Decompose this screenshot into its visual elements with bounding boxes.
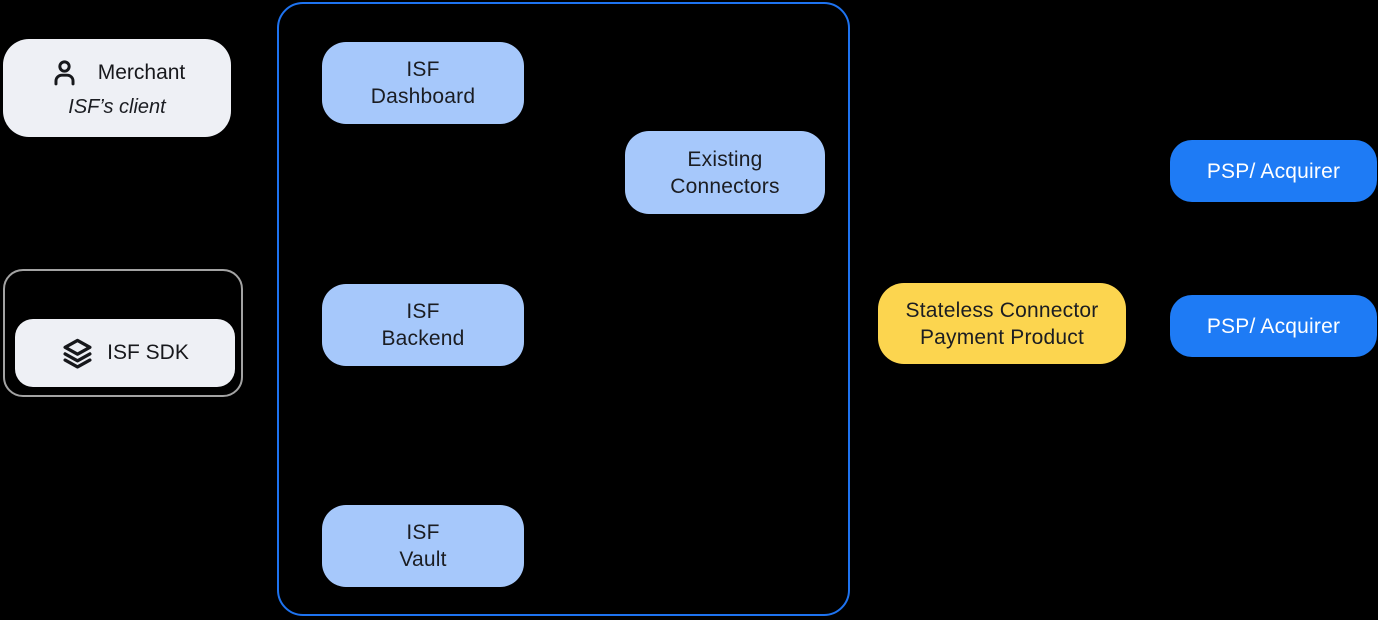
node-isf-vault: ISF Vault — [322, 505, 524, 587]
node-isf-dashboard-line2: Dashboard — [370, 85, 476, 108]
isf-sdk-card: ISF SDK — [15, 319, 235, 387]
node-isf-backend: ISF Backend — [322, 284, 524, 366]
product-line1: Stateless Connector — [905, 298, 1099, 322]
node-psp-acquirer-1: PSP/ Acquirer — [1170, 140, 1377, 202]
node-existing-connectors-line1: Existing — [687, 147, 763, 171]
person-icon — [49, 58, 80, 89]
node-stateless-connector-payment-product: Stateless Connector Payment Product — [878, 283, 1126, 364]
node-isf-vault-line1: ISF — [406, 521, 440, 544]
node-isf-backend-line1: ISF — [406, 300, 440, 323]
layers-icon — [61, 337, 94, 370]
merchant-title-row: Merchant — [49, 58, 186, 89]
psp-acquirer-2-label: PSP/ Acquirer — [1206, 314, 1341, 338]
node-isf-vault-line2: Vault — [399, 548, 447, 571]
isf-platform-container: ISF Dashboard Existing Connectors ISF Ba… — [277, 2, 850, 616]
isf-sdk-label: ISF SDK — [107, 341, 189, 364]
sdk-group-outline: ISF SDK — [3, 269, 243, 397]
merchant-title: Merchant — [97, 61, 186, 84]
node-isf-dashboard-line1: ISF — [406, 58, 440, 81]
merchant-subtitle: ISF’s client — [68, 95, 166, 118]
node-isf-dashboard: ISF Dashboard — [322, 42, 524, 124]
node-isf-backend-line2: Backend — [381, 327, 465, 350]
node-psp-acquirer-2: PSP/ Acquirer — [1170, 295, 1377, 357]
node-existing-connectors-line2: Connectors — [670, 174, 780, 198]
node-existing-connectors: Existing Connectors — [625, 131, 825, 214]
product-line2: Payment Product — [919, 325, 1085, 349]
merchant-card: Merchant ISF’s client — [3, 39, 231, 137]
psp-acquirer-1-label: PSP/ Acquirer — [1206, 159, 1341, 183]
